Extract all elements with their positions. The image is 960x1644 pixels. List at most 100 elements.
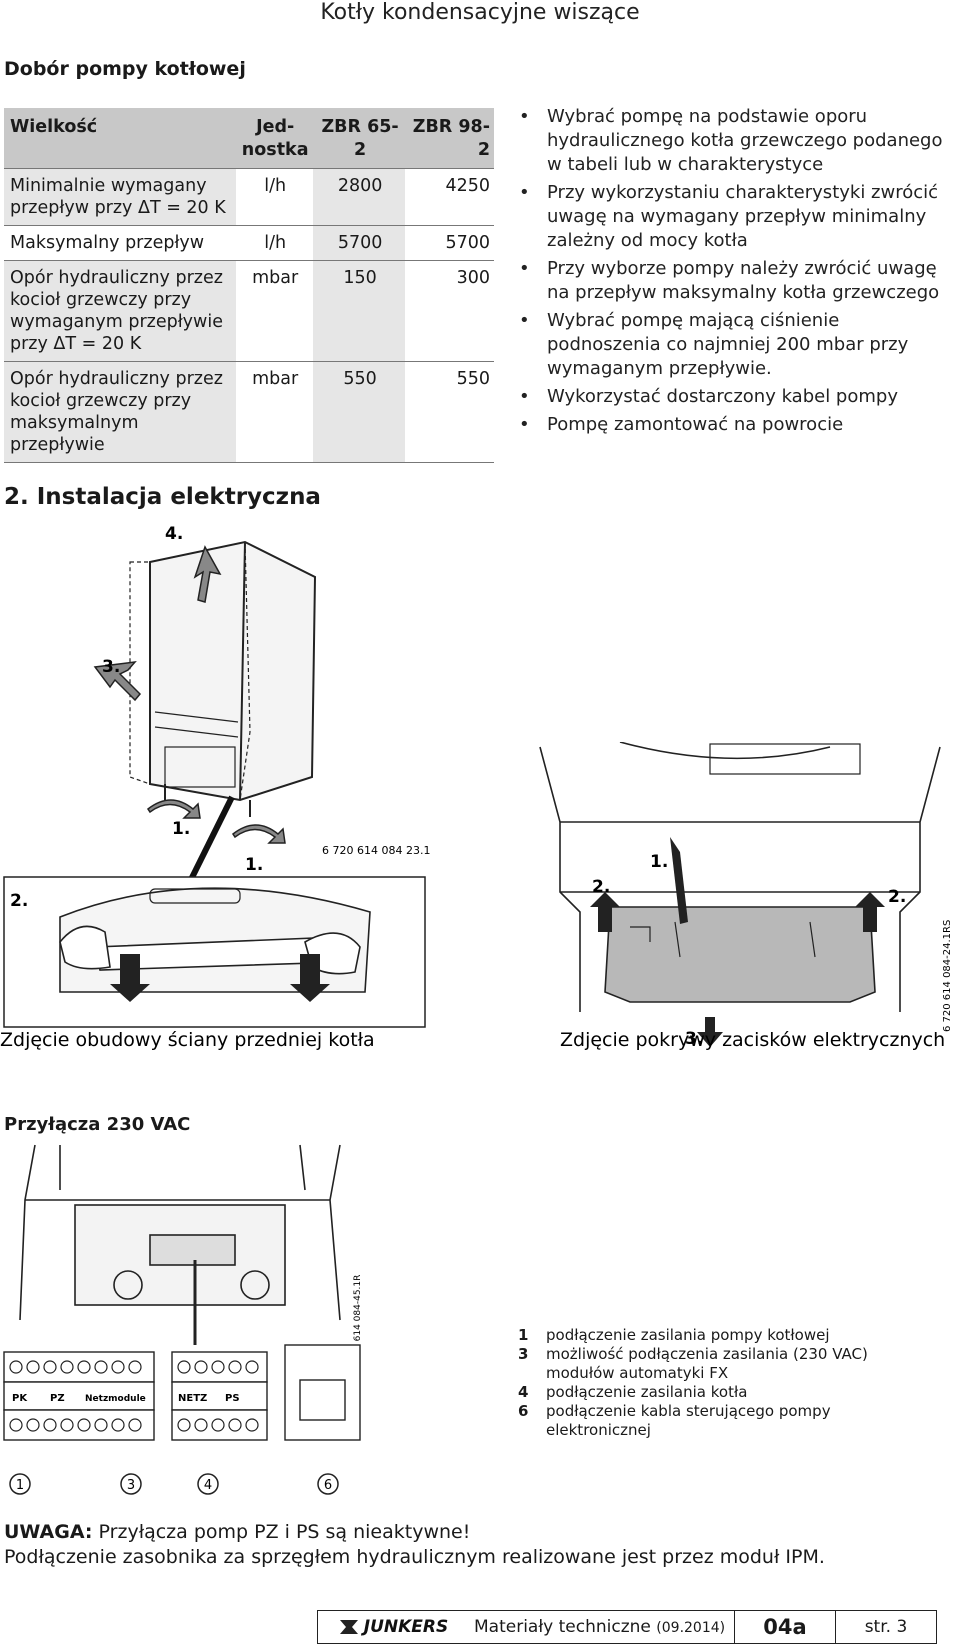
zbr65-value: 2800 bbox=[312, 168, 406, 226]
legend-number: 3 bbox=[518, 1345, 529, 1363]
figure-caption: Zdjęcie pokrywy zacisków elektrycznych bbox=[560, 1029, 945, 1051]
zbr65-value: 150 bbox=[312, 260, 406, 362]
table-row: Opór hydrauliczny przez kocioł grzewczy … bbox=[4, 260, 494, 362]
list-item: • Przy wyborze pompy należy zwrócić uwagę… bbox=[515, 257, 955, 305]
legend-item: 4 podłączenie zasilania kotła bbox=[518, 1383, 938, 1402]
step-label: 1. bbox=[172, 819, 190, 839]
zbr65-value: 5700 bbox=[312, 225, 406, 261]
header-zbr65: ZBR 65-2 bbox=[312, 108, 406, 169]
figure-code: 6 720 614 084-45.1R bbox=[353, 1275, 363, 1370]
bullet-icon: • bbox=[519, 106, 530, 127]
step-label: 3. bbox=[102, 657, 120, 677]
zbr98-value: 4250 bbox=[405, 168, 494, 226]
terminal-label: NETZ bbox=[178, 1393, 207, 1404]
list-item: • Wybrać pompę na podstawie oporu hydraul… bbox=[515, 105, 955, 177]
param-cell: Minimalnie wymagany przepływ przy ΔT = 2… bbox=[4, 168, 236, 226]
callout-number: 1 bbox=[16, 1478, 24, 1493]
document-code: 04a bbox=[734, 1611, 836, 1643]
table-row: Opór hydrauliczny przez kocioł grzewczy … bbox=[4, 361, 494, 463]
step-label: 2. bbox=[888, 887, 906, 907]
bullet-icon: • bbox=[519, 182, 530, 203]
note-text: Podłączenie zasobnika za sprzęgłem hydra… bbox=[4, 1546, 825, 1568]
warning-note: UWAGA: Przyłącza pomp PZ i PS są nieakty… bbox=[4, 1520, 825, 1570]
table-row: Maksymalny przepływ l/h 5700 5700 bbox=[4, 225, 494, 261]
param-cell: Opór hydrauliczny przez kocioł grzewczy … bbox=[4, 260, 236, 362]
step-label: 3. bbox=[685, 1029, 703, 1049]
bullet-icon: • bbox=[519, 310, 530, 331]
pump-selection-heading: Dobór pompy kotłowej bbox=[4, 58, 246, 80]
terminal-label: PZ bbox=[50, 1393, 65, 1404]
legend-text: podłączenie zasilania kotła bbox=[546, 1383, 748, 1401]
legend-item: 6 podłączenie kabla sterującego pompy ele… bbox=[518, 1402, 938, 1440]
page-number: str. 3 bbox=[864, 1617, 908, 1637]
header-unit: Jed- nostka bbox=[235, 108, 313, 169]
legend-number: 6 bbox=[518, 1402, 529, 1420]
bullet-text: Przy wykorzystaniu charakterystyki zwróc… bbox=[547, 182, 939, 251]
unit-cell: mbar bbox=[235, 361, 313, 463]
step-label: 2. bbox=[592, 877, 610, 897]
header-zbr98: ZBR 98-2 bbox=[405, 108, 494, 169]
step-label: 2. bbox=[10, 891, 28, 911]
legend-item: 1 podłączenie zasilania pompy kotłowej bbox=[518, 1326, 938, 1345]
terminal-label: PS bbox=[225, 1393, 240, 1404]
bullet-text: Wybrać pompę na podstawie oporu hydrauli… bbox=[547, 106, 943, 175]
bullet-icon: • bbox=[519, 258, 530, 279]
document-date: (09.2014) bbox=[656, 1620, 726, 1636]
electrical-heading: 2. Instalacja elektryczna bbox=[4, 484, 321, 510]
document-title: Materiały techniczne bbox=[474, 1617, 651, 1637]
bullet-text: Wykorzystać dostarczony kabel pompy bbox=[547, 386, 898, 407]
legend-number: 1 bbox=[518, 1326, 529, 1344]
brand-name: JUNKERS bbox=[363, 1617, 449, 1637]
terminal-cover bbox=[604, 906, 876, 1003]
legend-number: 4 bbox=[518, 1383, 529, 1401]
table-header-row: Wielkość Jed- nostka ZBR 65-2 ZBR 98-2 bbox=[4, 108, 494, 169]
legend-text: możliwość podłączenia zasilania (230 VAC… bbox=[546, 1345, 868, 1382]
junkers-logo: JUNKERS bbox=[318, 1617, 468, 1637]
bullet-text: Pompę zamontować na powrocie bbox=[547, 414, 844, 435]
list-item: •Pompę zamontować na powrocie bbox=[515, 413, 955, 437]
bullet-text: Wybrać pompę mającą ciśnienie podnoszeni… bbox=[547, 310, 909, 379]
param-cell: Opór hydrauliczny przez kocioł grzewczy … bbox=[4, 361, 236, 463]
brand-icon bbox=[339, 1620, 358, 1634]
callout-number: 3 bbox=[127, 1478, 135, 1493]
terminal-label: PK bbox=[12, 1393, 28, 1404]
legend-text: podłączenie zasilania pompy kotłowej bbox=[546, 1326, 830, 1344]
document-name: Materiały techniczne (09.2014) bbox=[468, 1617, 734, 1637]
step-label: 1. bbox=[245, 855, 263, 875]
unit-cell: l/h bbox=[235, 168, 313, 226]
figure-caption: Zdjęcie obudowy ściany przedniej kotła bbox=[0, 1029, 375, 1051]
callout-number: 6 bbox=[324, 1478, 332, 1493]
warning-label: UWAGA: bbox=[4, 1521, 93, 1543]
figure-code: 6 720 614 084 23.1RS bbox=[322, 844, 430, 857]
zbr98-value: 5700 bbox=[405, 225, 494, 261]
list-item: • Wybrać pompę mającą ciśnienie podnoszen… bbox=[515, 309, 955, 381]
list-item: • Wykorzystać dostarczony kabel pompy bbox=[515, 385, 955, 409]
callout-number: 4 bbox=[204, 1478, 212, 1493]
bullet-icon: • bbox=[519, 386, 530, 407]
legend-item: 3 możliwość podłączenia zasilania (230 VA… bbox=[518, 1345, 938, 1383]
zbr98-value: 550 bbox=[405, 361, 494, 463]
legend-text: podłączenie kabla sterującego pompy elek… bbox=[546, 1402, 831, 1439]
list-item: • Przy wykorzystaniu charakterystyki zwró… bbox=[515, 181, 955, 253]
warning-text: Przyłącza pomp PZ i PS są nieaktywne! bbox=[92, 1521, 471, 1543]
pump-bullet-list: • Wybrać pompę na podstawie oporu hydraul… bbox=[515, 105, 955, 441]
terminal-cover-figure: 1. 2. 2. 3. 6 720 614 084-24.1RS Zdjęcie… bbox=[539, 742, 953, 1051]
zbr98-value: 300 bbox=[405, 260, 494, 362]
page-footer: JUNKERS Materiały techniczne (09.2014) 0… bbox=[317, 1610, 937, 1644]
table-row: Minimalnie wymagany przepływ przy ΔT = 2… bbox=[4, 168, 494, 226]
boiler-casing-figure: 4. 3. 1. 1. 6 720 614 084 23.1RS 2. Zdję… bbox=[0, 524, 430, 1051]
unit-cell: mbar bbox=[235, 260, 313, 362]
terminal-label: Netzmodule bbox=[85, 1394, 146, 1404]
param-cell: Maksymalny przepływ bbox=[4, 225, 236, 261]
terminal-block-figure: 6 720 614 084-45.1R PK PZ Netzmodule NET… bbox=[3, 1144, 363, 1495]
header-size: Wielkość bbox=[4, 108, 236, 169]
pump-spec-table: Wielkość Jed- nostka ZBR 65-2 ZBR 98-2 M… bbox=[4, 108, 494, 463]
zbr65-value: 550 bbox=[312, 361, 406, 463]
step-label: 1. bbox=[650, 852, 668, 872]
unit-cell: l/h bbox=[235, 225, 313, 261]
connections-heading: Przyłącza 230 VAC bbox=[4, 1114, 191, 1135]
page-title: Kotły kondensacyjne wiszące bbox=[320, 0, 640, 25]
figure-code: 6 720 614 084-24.1RS bbox=[942, 920, 953, 1032]
bullet-text: Przy wyborze pompy należy zwrócić uwagę … bbox=[547, 258, 940, 303]
